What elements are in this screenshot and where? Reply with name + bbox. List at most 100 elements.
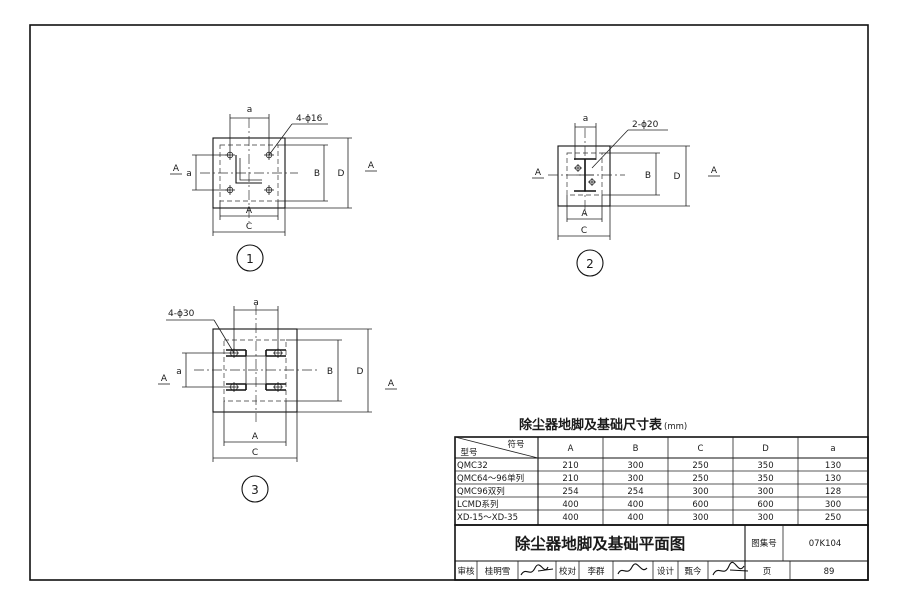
designer-signature bbox=[712, 561, 749, 576]
table-unit: (mm) bbox=[664, 422, 687, 432]
design-label: 设计 bbox=[657, 566, 675, 577]
table-title: 除尘器地脚及基础尺寸表 bbox=[519, 417, 663, 433]
figure-3: a 4-ϕ30 A C B D a A A 3 bbox=[158, 298, 397, 503]
reviewer-name: 桂明雪 bbox=[485, 566, 511, 577]
cell: 250 bbox=[692, 461, 708, 471]
fig2-dim-a: a bbox=[583, 114, 589, 124]
svg-text:A: A bbox=[711, 166, 718, 176]
fig2-base-plate bbox=[566, 152, 603, 196]
fig2-dim-C: C bbox=[581, 226, 587, 236]
cell: 400 bbox=[562, 500, 578, 510]
checker-name: 李群 bbox=[587, 566, 605, 577]
page-label: 页 bbox=[763, 567, 772, 577]
row-model: QMC64～96单列 bbox=[457, 473, 524, 484]
fig3-foundation bbox=[212, 328, 298, 413]
cell: 600 bbox=[757, 500, 773, 510]
cell: 250 bbox=[825, 513, 841, 523]
sheet-border bbox=[29, 24, 869, 581]
fig1-dim-A: A bbox=[246, 206, 253, 216]
reviewer-signature bbox=[520, 564, 554, 576]
cell: 350 bbox=[757, 474, 773, 484]
fig2-bolt-holes bbox=[574, 164, 596, 186]
fig3-dim-C: C bbox=[252, 448, 258, 458]
table-col-B: B bbox=[633, 444, 639, 454]
fig3-left-a: a bbox=[176, 367, 182, 377]
cell: 600 bbox=[692, 500, 708, 510]
table-col-A: A bbox=[568, 444, 574, 454]
cell: 130 bbox=[825, 474, 841, 484]
table-col-a: a bbox=[830, 444, 835, 454]
fig2-foundation bbox=[557, 145, 611, 207]
fig2-number: 2 bbox=[586, 257, 594, 271]
fig1-dim-D: D bbox=[338, 169, 345, 179]
cell: 300 bbox=[627, 474, 643, 484]
check-label: 校对 bbox=[559, 566, 577, 577]
fig3-bolt-label: 4-ϕ30 bbox=[168, 309, 195, 319]
table-row: QMC96双列 254 254 300 300 128 bbox=[457, 486, 841, 497]
fig1-section-right: A bbox=[368, 161, 375, 171]
fig1-bolt-holes bbox=[225, 150, 274, 195]
table-col-C: C bbox=[698, 444, 704, 454]
fig3-section-right: A bbox=[388, 379, 395, 389]
fig1-dim-B: B bbox=[314, 169, 320, 179]
table-row: LCMD系列 400 400 600 600 300 bbox=[457, 499, 841, 510]
cell: 130 bbox=[825, 461, 841, 471]
fig2-section-left: A bbox=[535, 168, 542, 178]
fig2-dim-A: A bbox=[581, 209, 588, 219]
atlas-number: 07K104 bbox=[809, 539, 842, 549]
title-block: 除尘器地脚及基础平面图 图集号 07K104 审核 桂明雪 校对 李群 设计 甄… bbox=[454, 524, 869, 581]
fig1-number: 1 bbox=[246, 252, 254, 266]
fig3-number: 3 bbox=[251, 483, 259, 497]
cell: 210 bbox=[562, 474, 578, 484]
cell: 254 bbox=[627, 487, 643, 497]
fig3-dim-A: A bbox=[252, 432, 259, 442]
cell: 300 bbox=[757, 487, 773, 497]
figure-2: a 2-ϕ20 A C B D A A 2 bbox=[532, 114, 720, 277]
fig3-dim-B: B bbox=[327, 367, 333, 377]
fig2-bolt-label: 2-ϕ20 bbox=[632, 120, 659, 130]
fig2-dim-B: B bbox=[645, 171, 651, 181]
cell: 400 bbox=[627, 500, 643, 510]
review-label: 审核 bbox=[457, 566, 475, 577]
fig3-base-plate bbox=[223, 339, 287, 402]
checker-signature bbox=[617, 563, 648, 575]
fig1-dim-a: a bbox=[247, 105, 253, 115]
cell: 400 bbox=[627, 513, 643, 523]
table-header-symbol: 符号 bbox=[507, 439, 524, 450]
cell: 300 bbox=[692, 513, 708, 523]
cell: 210 bbox=[562, 461, 578, 471]
cell: 300 bbox=[692, 487, 708, 497]
table-row: QMC64～96单列 210 300 250 350 130 bbox=[457, 473, 841, 484]
table-col-D: D bbox=[762, 444, 769, 454]
cell: 250 bbox=[692, 474, 708, 484]
row-model: QMC32 bbox=[457, 461, 488, 471]
fig1-left-a: a bbox=[186, 169, 192, 179]
cell: 300 bbox=[757, 513, 773, 523]
fig1-bolt-label: 4-ϕ16 bbox=[296, 114, 323, 124]
figure-1: a 4-ϕ16 A C B D a A A 1 bbox=[170, 105, 377, 272]
cell: 254 bbox=[562, 487, 578, 497]
table-header-model: 型号 bbox=[460, 448, 477, 458]
fig3-section-left: A bbox=[161, 374, 168, 384]
designer-name: 甄今 bbox=[684, 566, 702, 577]
row-model: LCMD系列 bbox=[457, 499, 499, 510]
fig2-dim-D: D bbox=[674, 172, 681, 182]
cell: 128 bbox=[825, 487, 841, 497]
row-model: XD-15～XD-35 bbox=[457, 513, 518, 523]
fig3-dim-D: D bbox=[357, 367, 364, 377]
fig3-dim-a: a bbox=[253, 298, 259, 308]
drawing-title: 除尘器地脚及基础平面图 bbox=[515, 534, 686, 553]
cell: 300 bbox=[825, 500, 841, 510]
cell: 350 bbox=[757, 461, 773, 471]
atlas-label: 图集号 bbox=[751, 538, 777, 549]
fig1-dim-C: C bbox=[246, 222, 252, 232]
page-number: 89 bbox=[824, 567, 835, 577]
row-model: QMC96双列 bbox=[457, 486, 505, 497]
dimension-table: 除尘器地脚及基础尺寸表 (mm) 符号 型号 A B C D a QMC32 2… bbox=[454, 417, 869, 526]
table-row: QMC32 210 300 250 350 130 bbox=[457, 461, 841, 471]
fig1-section-left: A bbox=[173, 164, 180, 174]
cell: 300 bbox=[627, 461, 643, 471]
cell: 400 bbox=[562, 513, 578, 523]
